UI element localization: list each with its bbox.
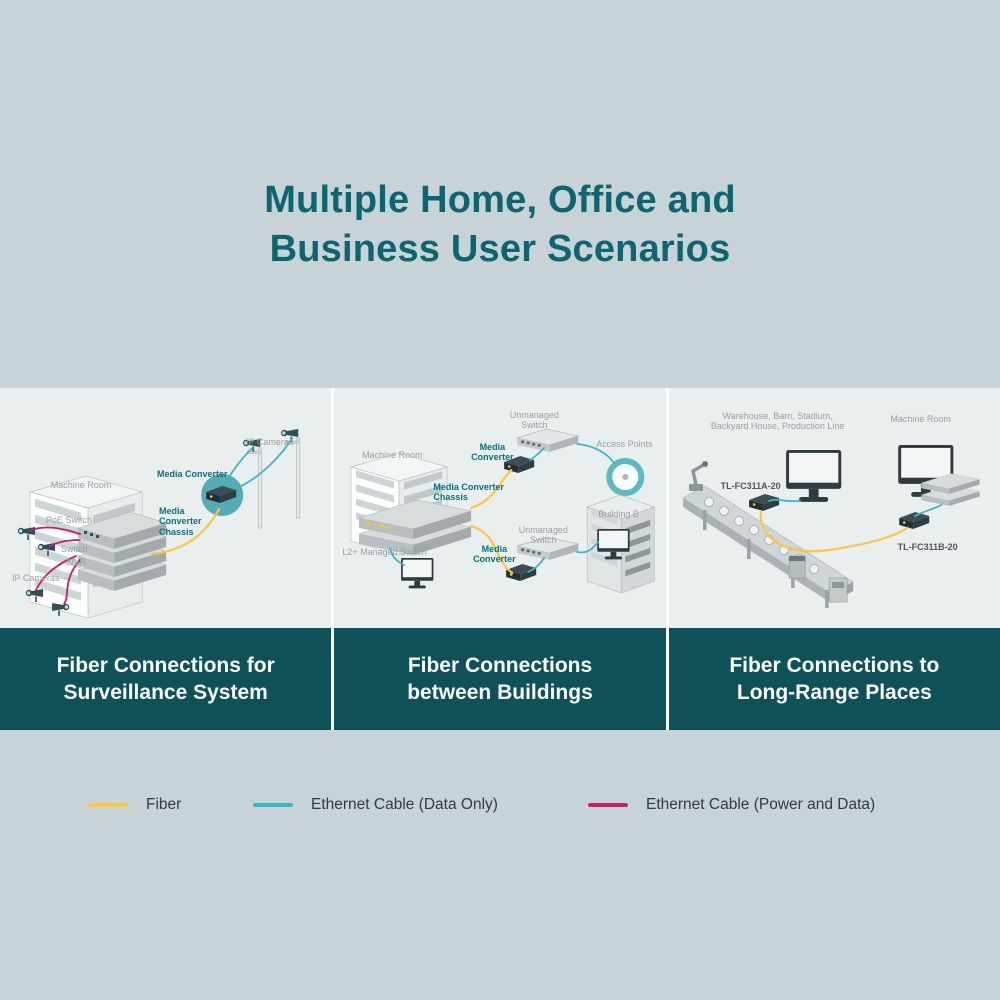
fiber-cable	[759, 509, 908, 553]
caption-surveillance: Fiber Connections for Surveillance Syste…	[0, 628, 332, 730]
label-tl-fc311b-20: TL-FC311B-20	[897, 542, 958, 552]
chassis-and-switch-rack-icon	[358, 499, 472, 556]
robot-arm-icon	[688, 461, 708, 491]
media-converter-a-icon	[748, 494, 779, 511]
caption-long-range: Fiber Connections to Long-Range Places	[668, 628, 1000, 730]
buildings-diagram: Unmanaged Switch Media Converter Access …	[334, 388, 666, 628]
label-building-b: Building B	[598, 509, 639, 519]
label-nvr: NVR	[67, 557, 87, 567]
label-ip-cameras-top: IP Cameras	[246, 437, 294, 447]
label-media-converter-bottom: Media Converter	[473, 544, 516, 565]
surveillance-illustration	[17, 429, 301, 619]
ethernet-data-cable	[576, 443, 616, 464]
fiber-cable	[470, 524, 514, 575]
label-machine-room: Machine Room	[890, 414, 951, 424]
label-switch: Switch	[61, 544, 88, 554]
cables	[29, 437, 294, 605]
ethernet-power-cable	[63, 559, 81, 605]
label-access-points: Access Points	[596, 439, 653, 449]
access-point-icon	[606, 458, 645, 496]
label-unmanaged-switch-top: Unmanaged Switch	[509, 410, 559, 431]
media-converter-icon	[201, 474, 244, 516]
ethernet-data-cable	[226, 447, 254, 481]
ethernet-power-cable	[35, 555, 77, 591]
label-long-range-places: Warehouse, Barn, Stadium, Backyard House…	[710, 411, 845, 432]
legend-item-ethernet-power: Ethernet Cable (Power and Data)	[588, 792, 875, 818]
fiber-cable	[470, 468, 513, 510]
legend-label-ethernet-power: Ethernet Cable (Power and Data)	[646, 796, 876, 813]
label-machine-room: Machine Room	[50, 480, 112, 490]
legend-label-fiber: Fiber	[146, 796, 182, 813]
long-range-illustration	[682, 445, 980, 608]
ethernet-data-cable	[238, 437, 294, 488]
label-media-converter-chassis: Media Converter Chassis	[433, 482, 504, 503]
label-poe-switch: PoE Switch	[46, 515, 93, 525]
ethernet-power-cable	[49, 539, 81, 547]
monitor-icon	[785, 450, 841, 502]
camera-pole-icons	[246, 437, 301, 529]
caption-line: Fiber Connections for	[56, 654, 275, 677]
ethernet-data-cable	[527, 557, 546, 573]
monitor-icon	[401, 558, 434, 589]
title-line-1: Multiple Home, Office and	[264, 179, 736, 221]
caption-line: Fiber Connections	[407, 654, 593, 677]
label-tl-fc311a-20: TL-FC311A-20	[720, 481, 781, 491]
label-ip-cameras-bottom: IP Cameras	[12, 573, 60, 583]
cables	[389, 443, 616, 575]
ethernet-data-line-swatch	[253, 803, 293, 807]
ethernet-power-line-swatch	[588, 803, 628, 807]
ethernet-data-cable	[389, 547, 406, 566]
panel-long-range: Warehouse, Barn, Stadium, Backyard House…	[668, 388, 1000, 730]
media-converter-b-icon	[898, 512, 929, 529]
buildings-illustration	[350, 428, 656, 594]
cables	[759, 498, 942, 553]
caption-line: Long-Range Places	[736, 681, 932, 704]
legend-item-fiber: Fiber	[88, 792, 181, 818]
panel-between-buildings: Unmanaged Switch Media Converter Access …	[334, 388, 666, 730]
ethernet-data-cable	[529, 447, 546, 461]
cable-legend: Fiber Ethernet Cable (Data Only) Etherne…	[0, 792, 1000, 818]
machine-icons	[788, 555, 848, 603]
scenario-panels: Machine Room PoE Switch Switch NVR IP Ca…	[0, 388, 1000, 730]
label-media-converter-chassis: Media Converter Chassis	[159, 506, 202, 537]
label-machine-room: Machine Room	[362, 450, 423, 460]
ethernet-data-cable	[767, 498, 801, 503]
caption-line: Surveillance System	[63, 681, 268, 704]
long-range-diagram: Warehouse, Barn, Stadium, Backyard House…	[668, 388, 1000, 628]
caption-line: Fiber Connections to	[729, 654, 940, 677]
fiber-line-swatch	[88, 803, 128, 807]
production-line-icon	[682, 461, 854, 608]
legend-item-ethernet-data: Ethernet Cable (Data Only)	[253, 792, 498, 818]
nvr-switch-stack-icon	[77, 511, 167, 592]
label-media-converter-top: Media Converter	[471, 442, 514, 463]
title-line-2: Business User Scenarios	[269, 228, 731, 270]
label-media-converter: Media Converter	[157, 469, 228, 479]
surveillance-diagram: Machine Room PoE Switch Switch NVR IP Ca…	[0, 388, 332, 628]
page-title: Multiple Home, Office and Business User …	[0, 176, 1000, 274]
caption-between-buildings: Fiber Connections between Buildings	[334, 628, 666, 730]
label-unmanaged-switch-bottom: Unmanaged Switch	[518, 525, 568, 546]
ethernet-data-cable	[913, 504, 942, 517]
unmanaged-switch-icon	[517, 428, 580, 453]
fiber-cable	[151, 507, 221, 556]
caption-line: between Buildings	[407, 681, 593, 704]
ethernet-power-cable	[29, 526, 81, 535]
label-l2-managed-switch: L2+ Managed Switch	[342, 547, 427, 557]
legend-label-ethernet-data: Ethernet Cable (Data Only)	[311, 796, 498, 813]
ethernet-data-cable	[576, 541, 600, 554]
panel-surveillance: Machine Room PoE Switch Switch NVR IP Ca…	[0, 388, 332, 730]
